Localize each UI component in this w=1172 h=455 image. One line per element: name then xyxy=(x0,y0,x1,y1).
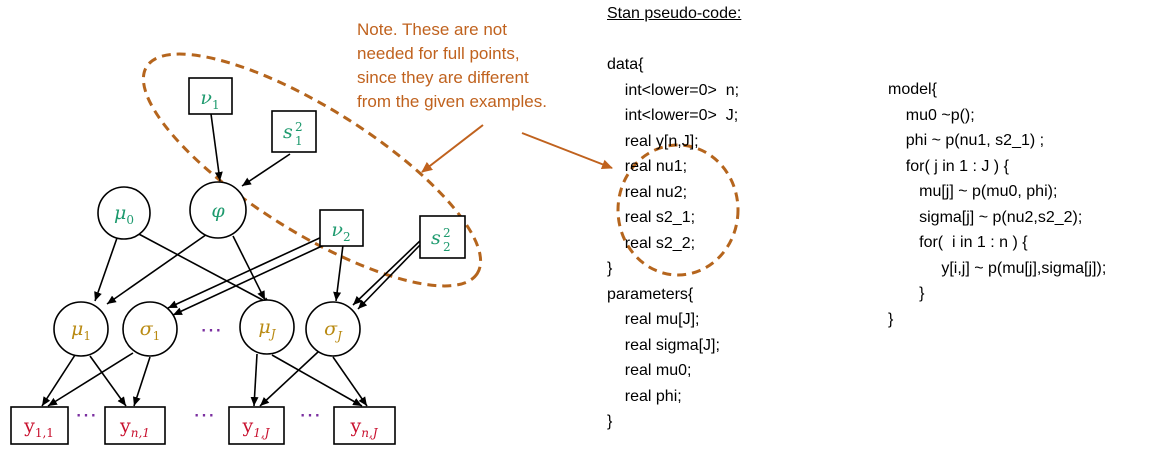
code-line: data{ xyxy=(607,56,644,73)
node-symbol: ν xyxy=(200,87,212,109)
svg-text:σ1: σ1 xyxy=(140,318,161,343)
code-line: real s2_1; xyxy=(607,209,696,226)
code-line: int<lower=0> J; xyxy=(607,107,739,124)
code-block-data-parameters: data{ int<lower=0> n; int<lower=0> J; re… xyxy=(607,52,739,435)
code-line: real sigma[J]; xyxy=(607,336,720,354)
code-line: } xyxy=(607,260,613,277)
code-line: parameters{ xyxy=(607,285,694,303)
svg-text:y1,1: y1,1 xyxy=(23,415,54,440)
node-symbol: ν xyxy=(331,219,343,241)
code-line: } xyxy=(888,285,925,302)
node-subscript: n,J xyxy=(361,426,379,440)
node-subscript: 2 xyxy=(443,240,451,254)
node-subscript: 0 xyxy=(126,213,134,227)
svg-text:yn,J: yn,J xyxy=(349,415,378,440)
svg-text:μ0: μ0 xyxy=(114,202,134,227)
svg-text:ν1: ν1 xyxy=(200,87,219,112)
node-symbol: μ xyxy=(258,316,270,338)
code-line: int<lower=0> n; xyxy=(607,81,740,99)
group-node-muJ: μJ xyxy=(239,299,295,355)
code-line: mu0 ~p(); xyxy=(888,106,975,124)
prior-node-phi: φ xyxy=(189,181,247,239)
note-arrow-right xyxy=(521,132,613,170)
code-line: real mu0; xyxy=(607,362,692,379)
node-superscript: 2 xyxy=(443,226,451,240)
svg-text:y1,J: y1,J xyxy=(242,415,271,440)
node-subscript: 1 xyxy=(153,329,161,343)
node-subscript: 1 xyxy=(212,98,220,112)
observation-node-y11: y1,1 xyxy=(10,406,69,445)
node-symbol: y xyxy=(242,415,254,437)
node-symbol: s xyxy=(283,121,293,143)
node-symbol: y xyxy=(23,415,35,437)
node-subscript: J xyxy=(268,327,277,341)
group-node-sigmaJ: σJ xyxy=(305,301,361,357)
code-line: real y[n,J]; xyxy=(607,132,699,150)
node-subscript: 1 xyxy=(83,329,91,343)
observation-ellipsis: ⋯ xyxy=(299,403,321,428)
node-symbol: y xyxy=(349,415,361,437)
svg-text:φ: φ xyxy=(211,200,225,222)
code-line: } xyxy=(888,310,894,328)
code-highlight-ellipse xyxy=(616,143,740,277)
code-line: phi ~ p(nu1, s2_1) ; xyxy=(888,132,1045,149)
node-subscript: 2 xyxy=(343,230,351,244)
annotation-note: Note. These are not needed for full poin… xyxy=(357,18,582,114)
node-superscript: 2 xyxy=(295,120,303,134)
code-line: for( j in 1 : J ) { xyxy=(888,157,1009,175)
node-symbol: μ xyxy=(114,202,126,224)
code-line: model{ xyxy=(888,81,937,98)
group-node-mu1: μ1 xyxy=(53,301,109,357)
hyperparameter-node-s2-squared: s 2 2 xyxy=(419,215,466,259)
note-line: Note. These are not xyxy=(357,20,507,39)
svg-text:μJ: μJ xyxy=(258,316,276,341)
code-line: real s2_2; xyxy=(607,234,696,252)
code-line: real mu[J]; xyxy=(607,311,700,328)
note-line: from the given examples. xyxy=(357,92,547,111)
svg-text:μ1: μ1 xyxy=(71,318,91,343)
hyperparameter-node-nu1: ν1 xyxy=(188,77,233,115)
svg-text:ν2: ν2 xyxy=(331,219,350,244)
observation-node-yn1: yn,1 xyxy=(104,406,166,445)
code-block-model: model{ mu0 ~p(); phi ~ p(nu1, s2_1) ; fo… xyxy=(888,77,1106,332)
node-subscript: n,1 xyxy=(131,426,150,440)
node-symbol: y xyxy=(119,415,131,437)
node-symbol: s xyxy=(431,227,441,249)
node-symbol: φ xyxy=(211,200,225,222)
svg-text:yn,1: yn,1 xyxy=(119,415,150,440)
group-ellipsis: ⋯ xyxy=(200,318,222,343)
code-line: real nu1; xyxy=(607,158,688,175)
note-line: since they are different xyxy=(357,68,529,87)
node-subscript: 1 xyxy=(295,134,303,148)
code-line: real phi; xyxy=(607,387,682,405)
observation-node-y1J: y1,J xyxy=(228,406,285,445)
node-symbol: μ xyxy=(71,318,83,340)
note-arrow-left xyxy=(421,124,484,173)
node-symbol: σ xyxy=(140,318,154,340)
svg-text:σJ: σJ xyxy=(324,318,343,343)
observation-ellipsis: ⋯ xyxy=(193,403,215,428)
edges xyxy=(41,113,423,407)
code-line: sigma[j] ~ p(nu2,s2_2); xyxy=(888,208,1083,226)
node-subscript: 1,J xyxy=(253,426,270,440)
observation-node-ynJ: yn,J xyxy=(333,406,396,445)
group-node-sigma1: σ1 xyxy=(122,301,178,357)
hyperparameter-highlight-ellipse xyxy=(141,52,483,288)
node-subscript: J xyxy=(334,329,343,343)
node-subscript: 1,1 xyxy=(35,426,54,440)
note-line: needed for full points, xyxy=(357,44,520,63)
code-line: real nu2; xyxy=(607,183,688,201)
hyperparameter-node-nu2: ν2 xyxy=(319,209,364,247)
code-line: mu[j] ~ p(mu0, phi); xyxy=(888,183,1058,200)
code-line: } xyxy=(607,413,613,430)
hyperparameter-node-s1-squared: s 2 1 xyxy=(271,110,317,153)
prior-node-mu0: μ0 xyxy=(97,186,151,240)
code-line: for( i in 1 : n ) { xyxy=(888,234,1028,251)
node-symbol: σ xyxy=(324,318,338,340)
code-heading: Stan pseudo-code: xyxy=(607,5,742,22)
observation-ellipsis: ⋯ xyxy=(75,403,97,428)
code-line: y[i,j] ~ p(mu[j],sigma[j]); xyxy=(888,259,1107,277)
